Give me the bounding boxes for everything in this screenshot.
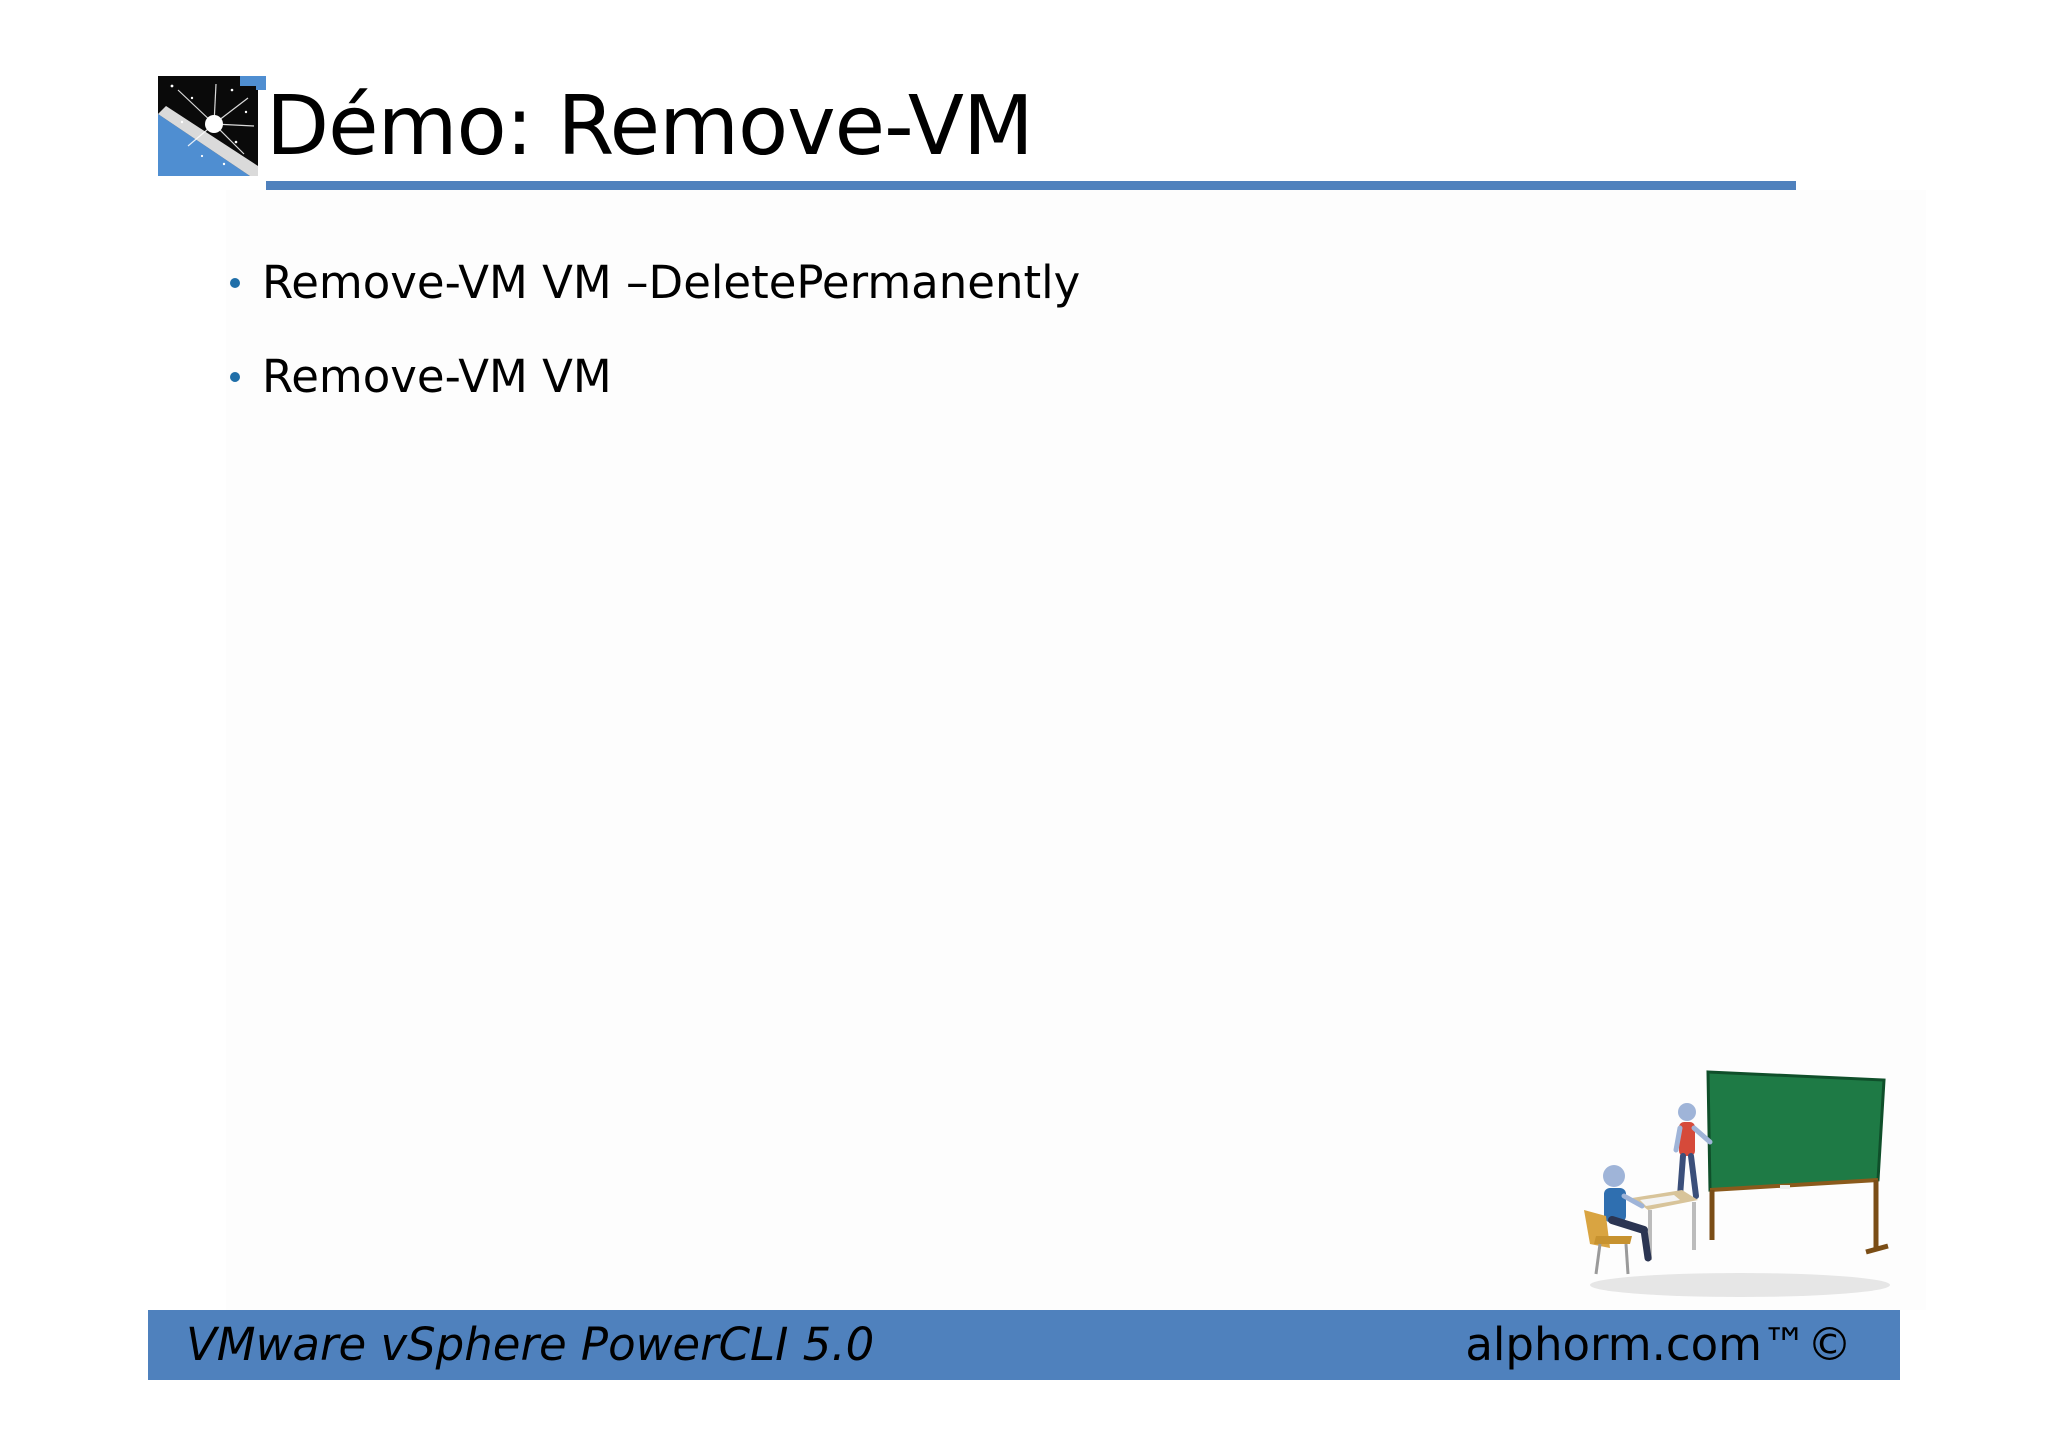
slide-title: Démo: Remove-VM [266,79,1034,174]
footer-brand: alphorm.com™© [1465,1318,1852,1371]
bullet-text: Remove-VM VM [262,350,612,403]
bullet-dot-icon [230,278,240,288]
title-underline [266,181,1796,190]
starburst-logo-icon [158,76,266,176]
footer-course-title: VMware vSphere PowerCLI 5.0 [186,1318,875,1371]
classroom-illustration [1584,1070,1890,1297]
bullet-text: Remove-VM VM –DeletePermanently [262,256,1081,309]
footer-bar: VMware vSphere PowerCLI 5.0 alphorm.com™… [148,1310,1900,1380]
bullet-dot-icon [230,372,240,382]
slide-background [226,190,1926,1310]
